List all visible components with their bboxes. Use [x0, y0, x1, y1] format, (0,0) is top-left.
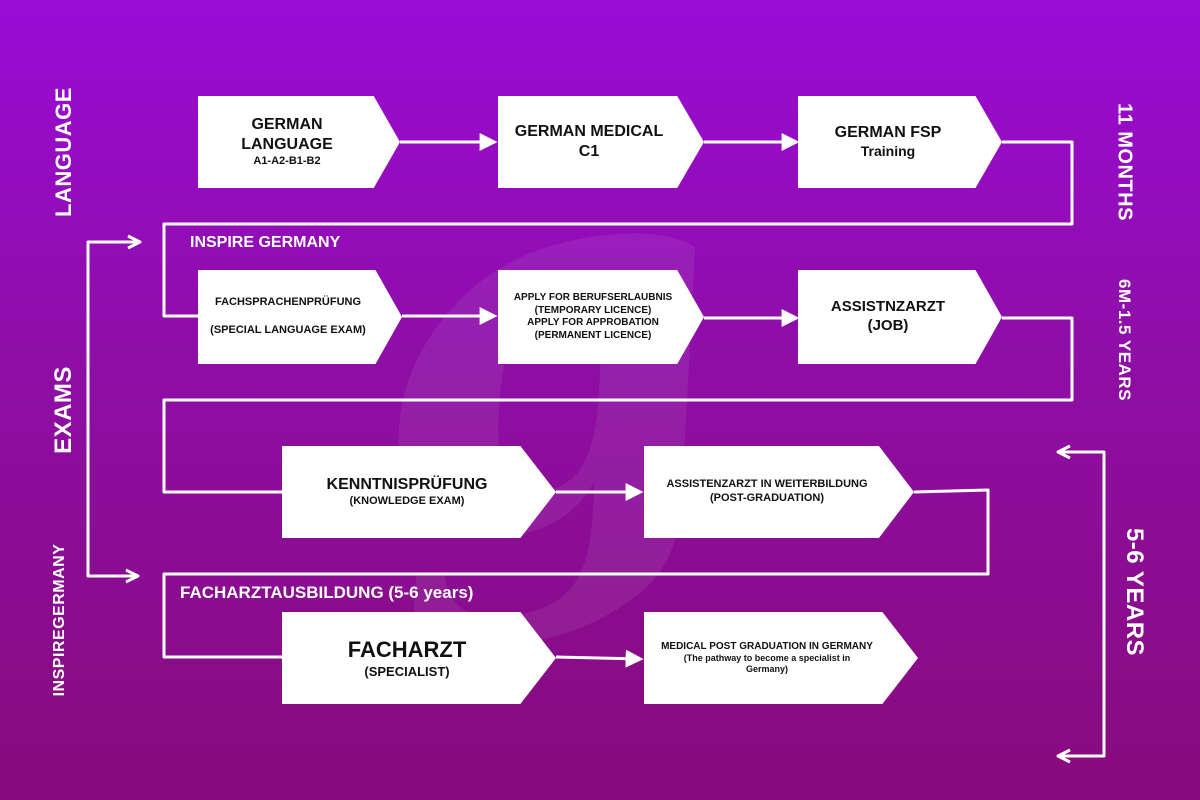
fachsprachen-title: FACHSPRACHENPRÜFUNG — [214, 296, 362, 309]
german-medical-box: GERMAN MEDICAL C1 — [498, 96, 704, 188]
apply-berufserlaubnis: APPLY FOR BERUFSERLAUBNIS — [513, 292, 673, 303]
medical-pg-box: MEDICAL POST GRADUATION IN GERMANY (The … — [644, 612, 918, 704]
apply-approbation: APPLY FOR APPROBATION — [527, 317, 659, 328]
inspire-germany-title: INSPIRE GERMANY — [190, 234, 341, 251]
kenntnis-box: KENNTNISPRÜFUNG (KNOWLEDGE EXAM) — [282, 446, 556, 538]
assistnzarzt-box: ASSISTNZARZT (JOB) — [798, 270, 1002, 364]
months-label: 11 MONTHS — [1113, 103, 1136, 221]
german-language-levels: A1-A2-B1-B2 — [253, 155, 321, 168]
german-fsp-title: GERMAN FSP — [834, 124, 942, 142]
exams-bracket — [86, 240, 138, 578]
facharzt-title: FACHARZT — [347, 637, 467, 663]
language-label: LANGUAGE — [51, 87, 76, 217]
connector-row2-row3 — [162, 316, 1074, 494]
years-bracket — [1060, 450, 1106, 758]
fachsprachen-box: FACHSPRACHENPRÜFUNG (SPECIAL LANGUAGE EX… — [198, 270, 402, 364]
medical-pg-title: MEDICAL POST GRADUATION IN GERMANY — [661, 640, 873, 652]
facharzt-subtitle: (SPECIALIST) — [364, 663, 450, 679]
kenntnis-title: KENNTNISPRÜFUNG — [326, 476, 488, 494]
kenntnis-subtitle: (KNOWLEDGE EXAM) — [349, 495, 465, 508]
german-language-title: GERMAN LANGUAGE — [241, 116, 333, 154]
connector-row3-row4 — [162, 488, 990, 659]
temporary-licence: (TEMPORARY LICENCE) — [534, 304, 652, 316]
facharzt-box: FACHARZT (SPECIALIST) — [282, 612, 556, 704]
assistnzarzt-subtitle: (JOB) — [867, 317, 909, 334]
german-medical-title: GERMAN MEDICAL — [514, 123, 664, 140]
weiterbildung-title: ASSISTENZARZT IN WEITERBILDUNG — [666, 478, 868, 491]
medical-pg-desc-2: Germany) — [745, 664, 789, 675]
arrow-facharzt-to-pg — [555, 649, 644, 668]
weiterbildung-subtitle: (POST-GRADUATION) — [709, 492, 825, 504]
german-fsp-box: GERMAN FSP Training — [798, 96, 1002, 188]
german-medical-level: C1 — [578, 143, 600, 160]
fachsprachen-subtitle: (SPECIAL LANGUAGE EXAM) — [210, 324, 366, 336]
weiterbildung-box: ASSISTENZARZT IN WEITERBILDUNG (POST-GRA… — [644, 446, 914, 538]
connector-row1-row2 — [162, 140, 1074, 318]
facharzt-training-title: FACHARZTAUSBILDUNG (5-6 years) — [180, 583, 474, 602]
six-months-label: 6M-1.5 YEARS — [1115, 279, 1134, 401]
permanent-licence: (PERMANENT LICENCE) — [534, 329, 652, 341]
exams-label: EXAMS — [50, 366, 77, 454]
assistnzarzt-title: ASSISTNZARZT — [830, 298, 946, 316]
german-language-box: GERMAN LANGUAGE A1-A2-B1-B2 — [198, 96, 400, 188]
medical-pg-desc-1: (The pathway to become a specialist in — [683, 653, 851, 663]
years-label: 5-6 YEARS — [1121, 527, 1148, 657]
german-fsp-subtitle: Training — [860, 143, 916, 160]
apply-licence-box: APPLY FOR BERUFSERLAUBNIS (TEMPORARY LIC… — [498, 270, 704, 364]
brand-label: INSPIREGERMANY — [51, 543, 68, 697]
